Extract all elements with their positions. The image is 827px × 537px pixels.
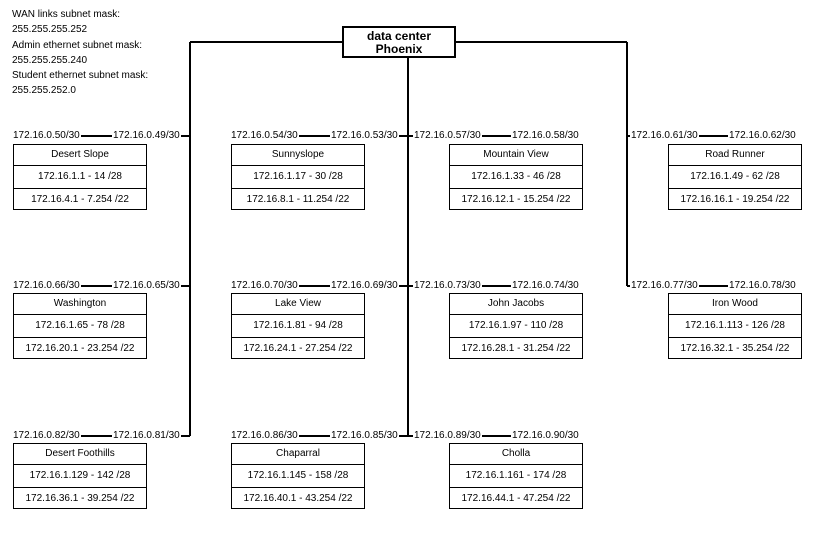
- site-name: Cholla: [450, 444, 582, 465]
- subnet-mask-notes: WAN links subnet mask: 255.255.255.252 A…: [12, 7, 148, 99]
- site-road-runner: Road Runner 172.16.1.49 - 62 /28 172.16.…: [668, 144, 802, 210]
- wan-ip-site: 172.16.0.78/30: [728, 280, 797, 291]
- wan-ip-hub: 172.16.0.73/30: [413, 280, 482, 291]
- admin-subnet: 172.16.1.33 - 46 /28: [450, 166, 582, 189]
- site-name: Mountain View: [450, 145, 582, 166]
- wan-ip-site: 172.16.0.54/30: [230, 130, 299, 141]
- student-subnet: 172.16.36.1 - 39.254 /22: [25, 493, 135, 504]
- admin-subnet: 172.16.1.161 - 174 /28: [450, 465, 582, 488]
- admin-subnet: 172.16.1.129 - 142 /28: [14, 465, 146, 488]
- wan-ip-site: 172.16.0.62/30: [728, 130, 797, 141]
- wan-ip-hub: 172.16.0.53/30: [330, 130, 399, 141]
- wan-ip-site: 172.16.0.50/30: [12, 130, 81, 141]
- wan-mask-label: WAN links subnet mask:: [12, 9, 120, 20]
- admin-subnet: 172.16.1.17 - 30 /28: [232, 166, 364, 189]
- site-name: Desert Foothills: [14, 444, 146, 465]
- wan-ip-site: 172.16.0.74/30: [511, 280, 580, 291]
- wan-mask-value: 255.255.255.252: [12, 24, 88, 36]
- site-desert-foothills: Desert Foothills 172.16.1.129 - 142 /28 …: [13, 443, 147, 509]
- student-subnet: 172.16.4.1 - 7.254 /22: [31, 194, 129, 205]
- admin-subnet: 172.16.1.97 - 110 /28: [450, 315, 582, 338]
- student-subnet: 172.16.40.1 - 43.254 /22: [243, 493, 353, 504]
- wan-ip-hub: 172.16.0.61/30: [630, 130, 699, 141]
- student-subnet: 172.16.44.1 - 47.254 /22: [461, 493, 571, 504]
- wan-ip-site: 172.16.0.86/30: [230, 430, 299, 441]
- wan-ip-site: 172.16.0.66/30: [12, 280, 81, 291]
- student-subnet: 172.16.12.1 - 15.254 /22: [461, 194, 571, 205]
- wan-ip-hub: 172.16.0.77/30: [630, 280, 699, 291]
- site-cholla: Cholla 172.16.1.161 - 174 /28 172.16.44.…: [449, 443, 583, 509]
- data-center-location: Phoenix: [375, 42, 423, 56]
- wan-ip-site: 172.16.0.82/30: [12, 430, 81, 441]
- wan-ip-hub: 172.16.0.69/30: [330, 280, 399, 291]
- wan-ip-hub: 172.16.0.65/30: [112, 280, 181, 291]
- site-name: Washington: [14, 294, 146, 315]
- wan-ip-site: 172.16.0.70/30: [230, 280, 299, 291]
- wan-ip-hub: 172.16.0.57/30: [413, 130, 482, 141]
- admin-mask-label: Admin ethernet subnet mask:: [12, 39, 143, 51]
- site-iron-wood: Iron Wood 172.16.1.113 - 126 /28 172.16.…: [668, 293, 802, 359]
- admin-subnet: 172.16.1.145 - 158 /28: [232, 465, 364, 488]
- site-chaparral: Chaparral 172.16.1.145 - 158 /28 172.16.…: [231, 443, 365, 509]
- student-subnet: 172.16.24.1 - 27.254 /22: [243, 343, 353, 354]
- wan-ip-hub: 172.16.0.85/30: [330, 430, 399, 441]
- student-mask-value: 255.255.252.0: [12, 85, 76, 97]
- site-lake-view: Lake View 172.16.1.81 - 94 /28 172.16.24…: [231, 293, 365, 359]
- site-washington: Washington 172.16.1.65 - 78 /28 172.16.2…: [13, 293, 147, 359]
- site-name: Chaparral: [232, 444, 364, 465]
- data-center-node: data center Phoenix: [342, 26, 456, 58]
- site-john-jacobs: John Jacobs 172.16.1.97 - 110 /28 172.16…: [449, 293, 583, 359]
- site-name: Lake View: [232, 294, 364, 315]
- site-name: Iron Wood: [669, 294, 801, 315]
- student-subnet: 172.16.20.1 - 23.254 /22: [25, 343, 135, 354]
- admin-subnet: 172.16.1.1 - 14 /28: [14, 166, 146, 189]
- student-subnet: 172.16.16.1 - 19.254 /22: [680, 194, 790, 205]
- student-subnet: 172.16.8.1 - 11.254 /22: [246, 194, 350, 205]
- site-mountain-view: Mountain View 172.16.1.33 - 46 /28 172.1…: [449, 144, 583, 210]
- admin-mask-value: 255.255.255.240: [12, 54, 88, 66]
- admin-subnet: 172.16.1.81 - 94 /28: [232, 315, 364, 338]
- wan-ip-hub: 172.16.0.81/30: [112, 430, 181, 441]
- wan-ip-site: 172.16.0.58/30: [511, 130, 580, 141]
- data-center-title: data center: [366, 29, 432, 43]
- student-mask-label: Student ethernet subnet mask:: [12, 70, 149, 82]
- site-name: John Jacobs: [450, 294, 582, 315]
- wan-ip-site: 172.16.0.90/30: [511, 430, 580, 441]
- wan-ip-hub: 172.16.0.89/30: [413, 430, 482, 441]
- site-name: Sunnyslope: [232, 145, 364, 166]
- admin-subnet: 172.16.1.49 - 62 /28: [669, 166, 801, 189]
- admin-subnet: 172.16.1.65 - 78 /28: [14, 315, 146, 338]
- site-name: Desert Slope: [14, 145, 146, 166]
- admin-subnet: 172.16.1.113 - 126 /28: [669, 315, 801, 338]
- site-sunnyslope: Sunnyslope 172.16.1.17 - 30 /28 172.16.8…: [231, 144, 365, 210]
- student-subnet: 172.16.32.1 - 35.254 /22: [680, 343, 790, 354]
- site-name: Road Runner: [669, 145, 801, 166]
- site-desert-slope: Desert Slope 172.16.1.1 - 14 /28 172.16.…: [13, 144, 147, 210]
- student-subnet: 172.16.28.1 - 31.254 /22: [461, 343, 571, 354]
- wan-ip-hub: 172.16.0.49/30: [112, 130, 181, 141]
